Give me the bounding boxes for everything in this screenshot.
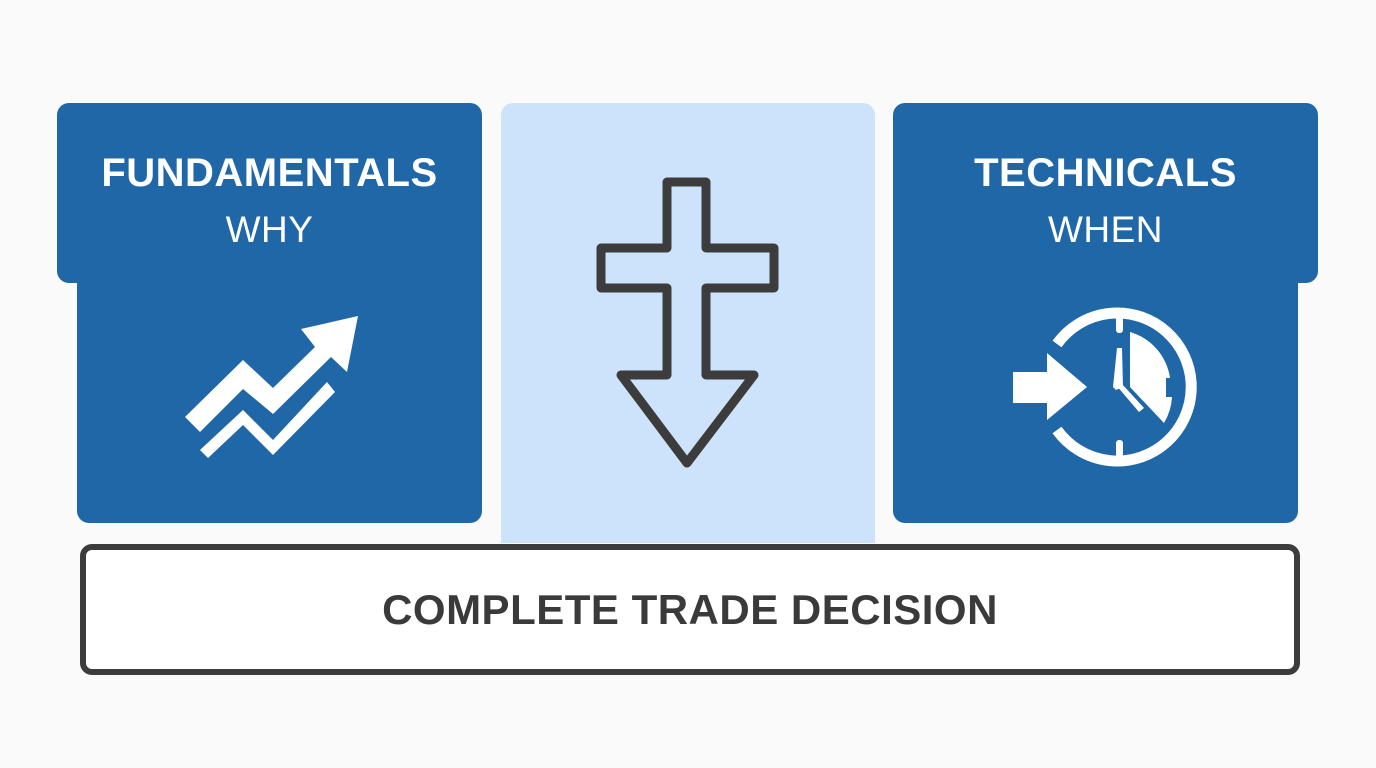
technicals-title: TECHNICALS	[974, 151, 1237, 195]
banner-label: COMPLETE TRADE DECISION	[382, 585, 998, 633]
technicals-header-block: TECHNICALS WHEN	[893, 103, 1318, 283]
fundamentals-title: FUNDAMENTALS	[101, 151, 438, 195]
fundamentals-subtitle: WHY	[225, 209, 314, 250]
synthesis-panel	[501, 103, 875, 543]
technicals-subtitle: WHEN	[1047, 209, 1164, 250]
complete-trade-decision-banner: COMPLETE TRADE DECISION	[80, 544, 1300, 675]
arrow-into-clock-icon	[1013, 307, 1197, 467]
fundamentals-header-block: FUNDAMENTALS WHY	[57, 103, 482, 283]
trending-up-arrow-icon	[185, 316, 358, 458]
cross-down-arrow-icon	[596, 177, 779, 468]
